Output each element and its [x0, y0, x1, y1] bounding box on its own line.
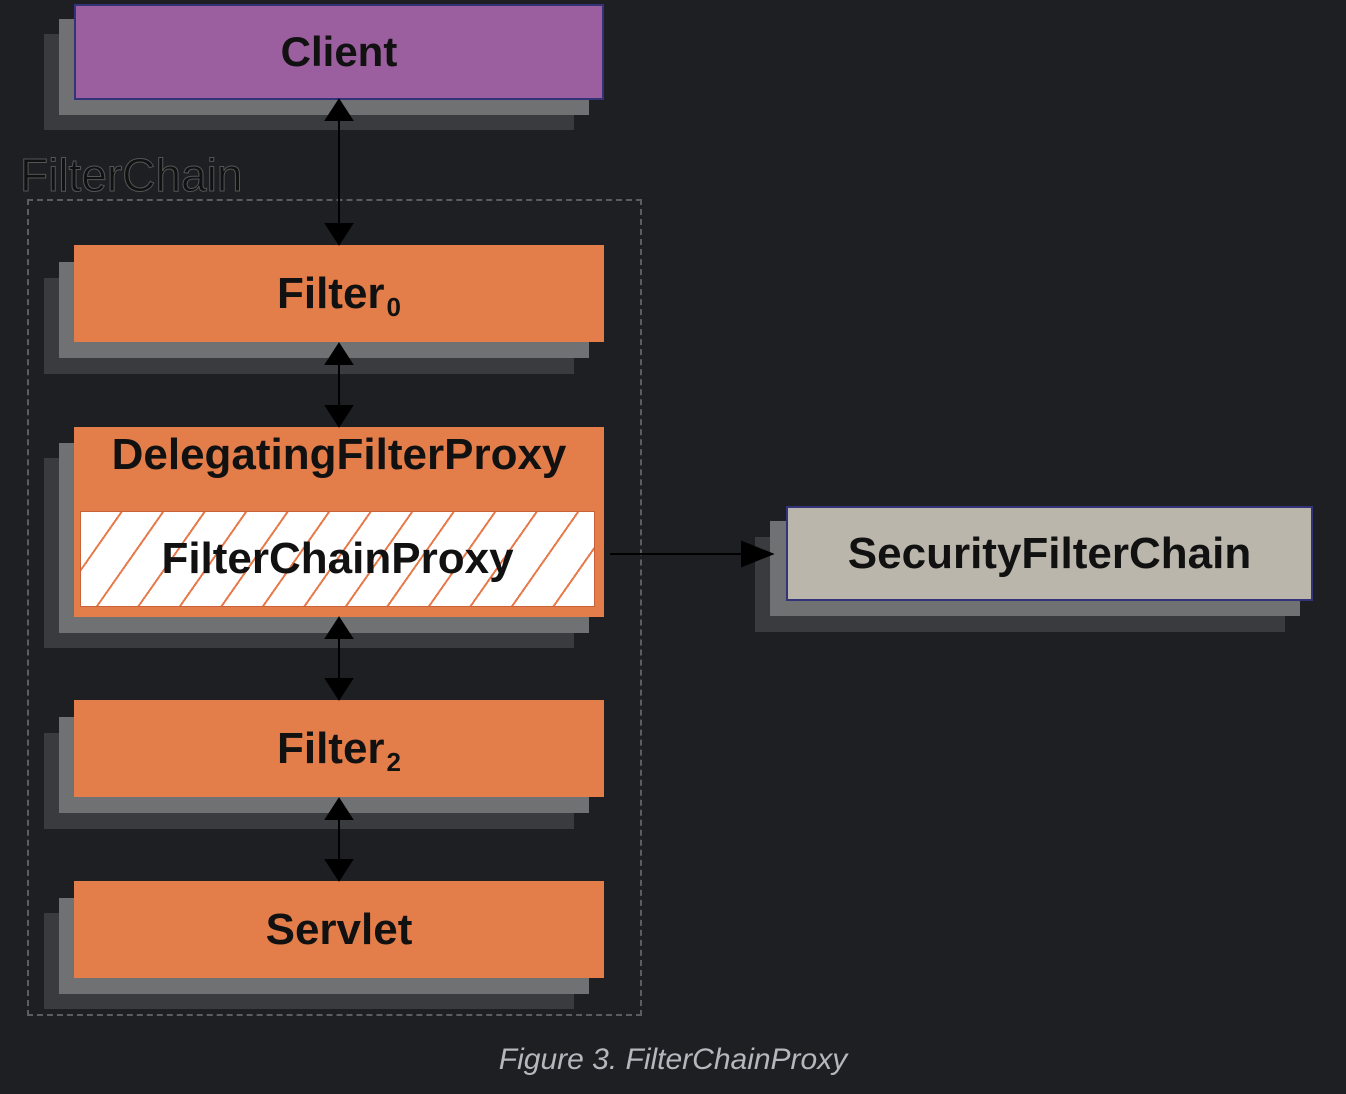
- delegating-filter-proxy-label: DelegatingFilterProxy: [111, 430, 567, 479]
- filter-chain-group: [27, 199, 642, 1016]
- filter-chain-label: FilterChain: [19, 149, 243, 202]
- servlet-node: Servlet: [74, 881, 604, 978]
- filter-chain-proxy-node: FilterChainProxy: [80, 511, 595, 607]
- filter0-subscript: 0: [386, 292, 402, 322]
- delegating-filter2-arrow: [324, 616, 354, 701]
- proxy-security-chain-arrow: [610, 540, 775, 568]
- filter2-servlet-arrow: [324, 797, 354, 882]
- client-label: Client: [280, 28, 398, 75]
- delegating-filter-proxy-node: DelegatingFilterProxy FilterChainProxy: [74, 427, 604, 617]
- filter2-subscript: 2: [386, 747, 402, 777]
- security-filter-chain-label: SecurityFilterChain: [847, 528, 1252, 578]
- figure-caption: Figure 3. FilterChainProxy: [498, 1043, 848, 1076]
- client-filter0-arrow: [324, 98, 354, 246]
- filter2-label: Filter: [276, 723, 385, 773]
- filter0-delegating-arrow: [324, 342, 354, 428]
- filter0-label: Filter: [276, 268, 385, 318]
- security-filter-chain-node: SecurityFilterChain: [786, 506, 1313, 601]
- client-node: Client: [74, 4, 604, 100]
- filter-chain-proxy-label: FilterChainProxy: [161, 534, 514, 583]
- servlet-label: Servlet: [265, 904, 413, 954]
